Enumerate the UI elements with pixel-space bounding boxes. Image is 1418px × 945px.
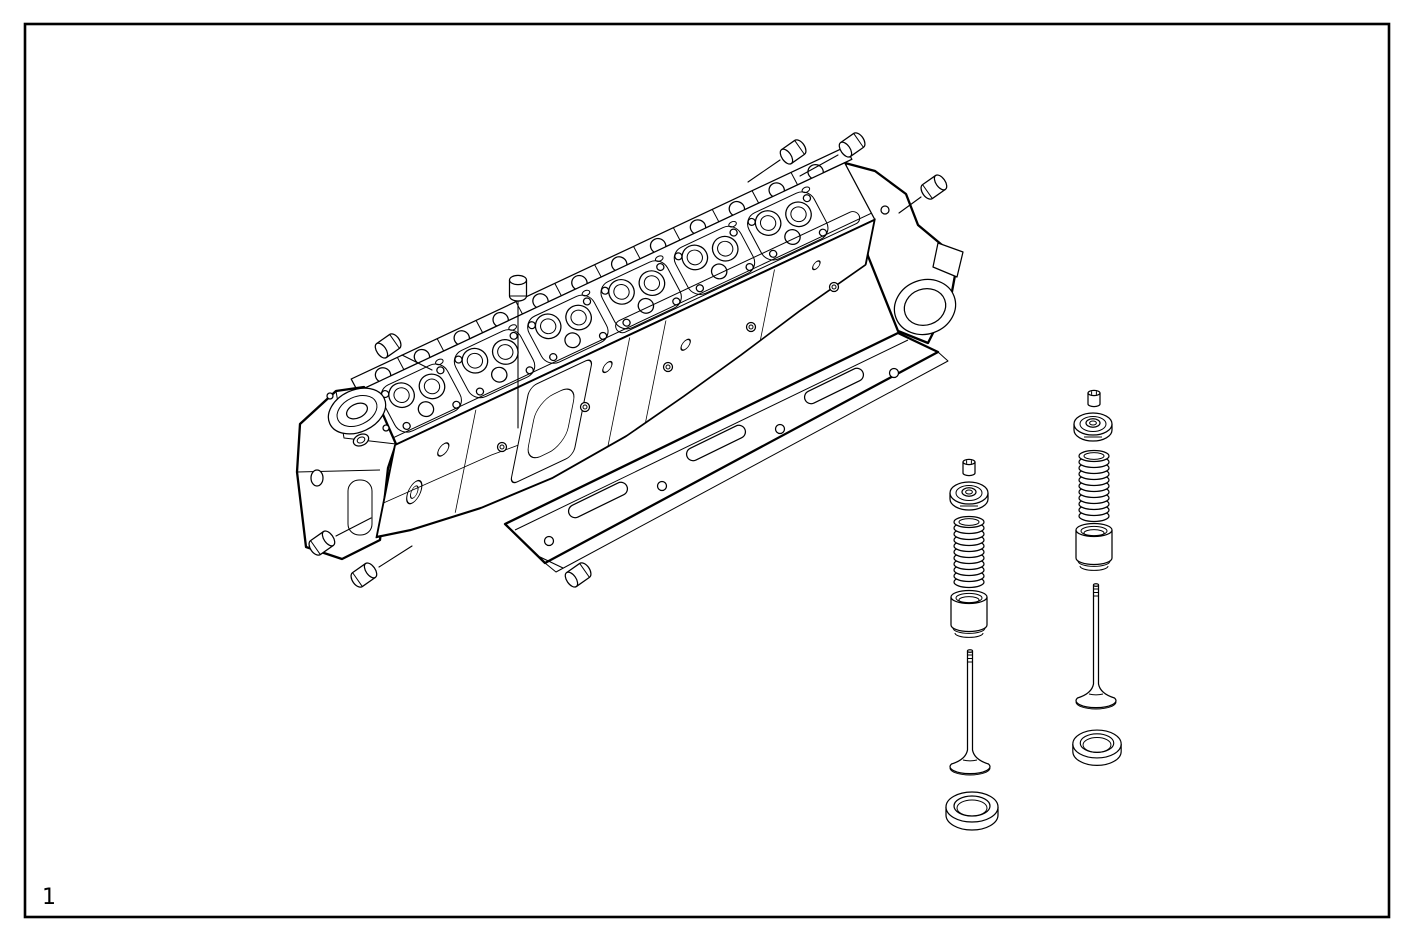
coolant-port-ring: [893, 278, 957, 336]
leader-line: [747, 159, 781, 183]
intake-flange: [503, 331, 949, 573]
intake-port-slot: [803, 367, 865, 405]
valve-stem-seal: [945, 791, 999, 831]
valve-spring-retainer: [949, 481, 989, 511]
valve-spring-retainer: [1073, 412, 1113, 442]
cup-plug: [777, 136, 810, 167]
leader-line: [378, 545, 413, 568]
thermostat-boss: [327, 387, 387, 435]
cylinder-head-top-deck: [350, 146, 876, 446]
head-bolt-bosses: [496, 281, 840, 453]
leader-line: [539, 556, 564, 569]
cylinder-head-right-end: [843, 161, 964, 345]
cylinder-head: [295, 146, 964, 573]
cup-plug: [917, 172, 950, 203]
border-frame: [23, 22, 1391, 919]
valve-collet: [962, 458, 976, 477]
port-lug: [932, 242, 964, 278]
valve-collet: [1087, 389, 1101, 408]
valve: [949, 649, 991, 776]
cylinder-head-left-end: [295, 385, 398, 561]
leader-line: [401, 354, 433, 371]
cup-plugs: [305, 129, 950, 591]
leader-line: [335, 517, 372, 537]
valve-assembly-intake: [1072, 389, 1122, 766]
valve-spring: [953, 515, 985, 589]
deck-channel: [615, 211, 861, 334]
intake-port-slot: [685, 424, 747, 462]
valve-spring: [1078, 449, 1110, 523]
valve-spring-seat: [1075, 522, 1113, 572]
valve-assembly-exhaust: [945, 458, 999, 831]
cylinder-head-front-face: [375, 218, 876, 539]
valve-stem-seal: [1072, 729, 1122, 766]
page-number: 1: [42, 885, 56, 910]
cup-plug: [372, 330, 405, 361]
valve: [1075, 583, 1117, 710]
leader-line: [898, 196, 922, 214]
cup-plug: [562, 559, 595, 590]
front-window: [527, 388, 575, 459]
cup-plug: [508, 274, 528, 302]
valve-spring-seat: [950, 589, 988, 639]
cup-plug: [347, 560, 380, 591]
intake-port-slot: [567, 481, 629, 519]
leader-line: [799, 154, 839, 177]
